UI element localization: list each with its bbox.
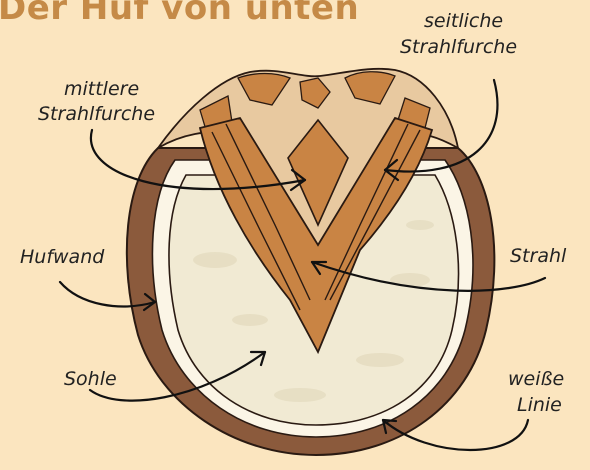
label-weisse-1: weiße	[508, 368, 564, 390]
label-seitliche-1: seitliche	[424, 10, 503, 32]
label-hufwand: Hufwand	[20, 246, 105, 268]
label-mittlere-1: mittlere	[64, 78, 139, 100]
label-seitliche-2: Strahlfurche	[400, 36, 517, 58]
label-mittlere-2: Strahlfurche	[38, 103, 155, 125]
label-sohle: Sohle	[64, 368, 117, 390]
label-weisse-2: Linie	[517, 394, 562, 416]
label-strahl: Strahl	[510, 245, 567, 267]
